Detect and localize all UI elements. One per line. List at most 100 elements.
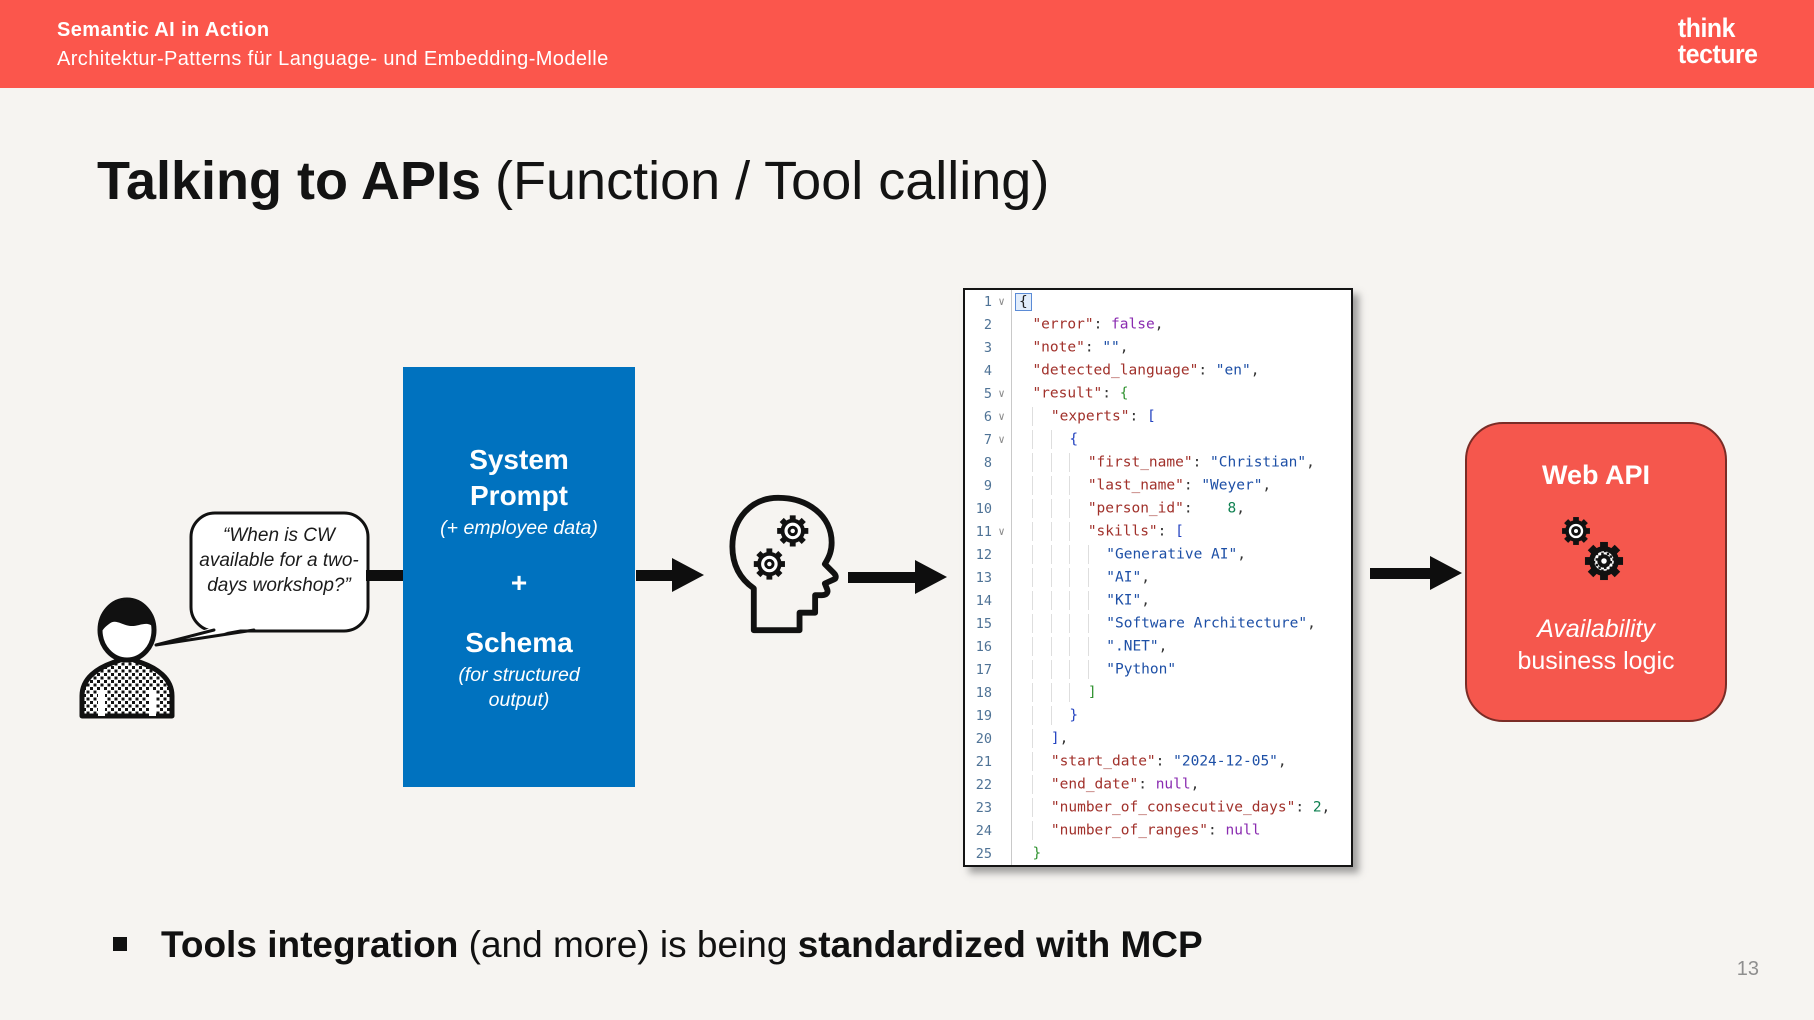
- code-text: ],: [1012, 729, 1068, 748]
- indent-guide: [1015, 775, 1032, 794]
- code-token: "2024-12-05": [1173, 753, 1278, 770]
- code-lines: 1∨{2"error": false,3"note": "",4"detecte…: [965, 290, 1351, 865]
- code-token: "first_name": [1087, 454, 1193, 471]
- indent-guide: [1069, 522, 1087, 541]
- indent-guide: [1015, 361, 1032, 380]
- code-line: 25}: [965, 842, 1351, 865]
- code-token: ]: [1050, 730, 1060, 747]
- line-number: 3: [983, 339, 992, 356]
- indent-guide: [1015, 614, 1032, 633]
- code-line: 13"AI",: [965, 566, 1351, 589]
- code-text: "result": {: [1012, 384, 1129, 403]
- indent-guide: [1015, 453, 1032, 472]
- code-token: :: [1295, 799, 1313, 816]
- bullet-bold-1: Tools integration: [161, 924, 459, 965]
- prompt-note-1: (+ employee data): [440, 516, 598, 539]
- indent-guide: [1015, 545, 1032, 564]
- page-title-light: (Function / Tool calling): [495, 151, 1050, 211]
- fold-spacer: [992, 336, 1012, 359]
- code-token: ,: [1141, 569, 1150, 586]
- code-token: "Christian": [1210, 454, 1307, 471]
- thinktecture-logo: think tecture: [1678, 15, 1758, 68]
- code-line: 24"number_of_ranges": null: [965, 819, 1351, 842]
- code-text: "error": false,: [1012, 315, 1163, 334]
- arrow-right: [848, 560, 947, 594]
- code-text: ]: [1012, 683, 1097, 702]
- line-number: 6: [983, 408, 992, 425]
- code-token: :: [1183, 500, 1228, 517]
- bullet-mid: (and more) is being: [458, 924, 798, 965]
- indent-guide: [1087, 660, 1106, 679]
- indent-guide: [1032, 614, 1050, 633]
- line-number: 21: [975, 753, 992, 770]
- indent-guide: [1069, 614, 1087, 633]
- speech-bubble: [154, 511, 370, 647]
- page-title-bold: Talking to APIs: [97, 151, 482, 211]
- fold-spacer: [992, 819, 1012, 842]
- head-gears-icon: [729, 494, 839, 634]
- code-token: {: [1119, 385, 1129, 402]
- line-number: 1: [983, 293, 992, 310]
- gears-icon: [1562, 517, 1624, 581]
- connector-line: [366, 570, 404, 581]
- chevron-down-icon: ∨: [992, 428, 1012, 451]
- code-line: 6∨"experts": [: [965, 405, 1351, 428]
- code-text: "Python": [1012, 660, 1176, 679]
- fold-spacer: [992, 589, 1012, 612]
- code-token: :: [1129, 408, 1147, 425]
- indent-guide: [1015, 798, 1032, 817]
- indent-guide: [1032, 407, 1050, 426]
- code-token: ".NET": [1106, 638, 1159, 655]
- indent-guide: [1032, 729, 1050, 748]
- indent-guide: [1087, 568, 1106, 587]
- code-token: "start_date": [1050, 753, 1156, 770]
- code-token: :: [1157, 523, 1176, 540]
- code-token: [: [1146, 408, 1156, 425]
- code-text: "note": "",: [1012, 338, 1128, 357]
- code-line: 19}: [965, 704, 1351, 727]
- code-line: 16".NET",: [965, 635, 1351, 658]
- code-line: 12"Generative AI",: [965, 543, 1351, 566]
- line-number: 11: [975, 523, 992, 540]
- indent-guide: [1050, 683, 1069, 702]
- code-text: {: [1012, 292, 1032, 311]
- chevron-down-icon: ∨: [992, 290, 1012, 313]
- indent-guide: [1050, 499, 1069, 518]
- indent-guide: [1050, 545, 1069, 564]
- code-line: 18]: [965, 681, 1351, 704]
- code-line: 11∨"skills": [: [965, 520, 1351, 543]
- indent-guide: [1015, 706, 1032, 725]
- line-number: 13: [975, 569, 992, 586]
- code-token: }: [1069, 707, 1079, 724]
- deck-title: Semantic AI in Action: [57, 19, 270, 41]
- indent-guide: [1069, 453, 1087, 472]
- line-number: 23: [975, 799, 992, 816]
- fold-spacer: [992, 543, 1012, 566]
- code-token: ,: [1306, 454, 1315, 471]
- web-api-title: Web API: [1541, 460, 1650, 490]
- code-text: }: [1012, 844, 1041, 863]
- code-token: :: [1155, 753, 1174, 770]
- code-token: }: [1032, 845, 1042, 862]
- indent-guide: [1032, 522, 1050, 541]
- fold-spacer: [992, 635, 1012, 658]
- line-number: 17: [975, 661, 992, 678]
- indent-guide: [1032, 476, 1050, 495]
- indent-guide: [1015, 637, 1032, 656]
- chevron-down-icon: ∨: [992, 405, 1012, 428]
- code-token: "result": [1032, 385, 1103, 402]
- code-token: :: [1208, 822, 1226, 839]
- line-number: 14: [975, 592, 992, 609]
- fold-spacer: [992, 451, 1012, 474]
- code-token: "detected_language": [1032, 362, 1199, 379]
- code-token: ,: [1190, 776, 1200, 793]
- gear-icon: [753, 548, 785, 580]
- arrow-right: [1370, 556, 1462, 590]
- code-line: 15"Software Architecture",: [965, 612, 1351, 635]
- web-api-box: Web API: [1465, 422, 1727, 722]
- line-number: 22: [975, 776, 992, 793]
- indent-guide: [1050, 706, 1069, 725]
- fold-spacer: [992, 842, 1012, 865]
- indent-guide: [1087, 591, 1106, 610]
- prompt-line-2: Prompt: [470, 479, 568, 511]
